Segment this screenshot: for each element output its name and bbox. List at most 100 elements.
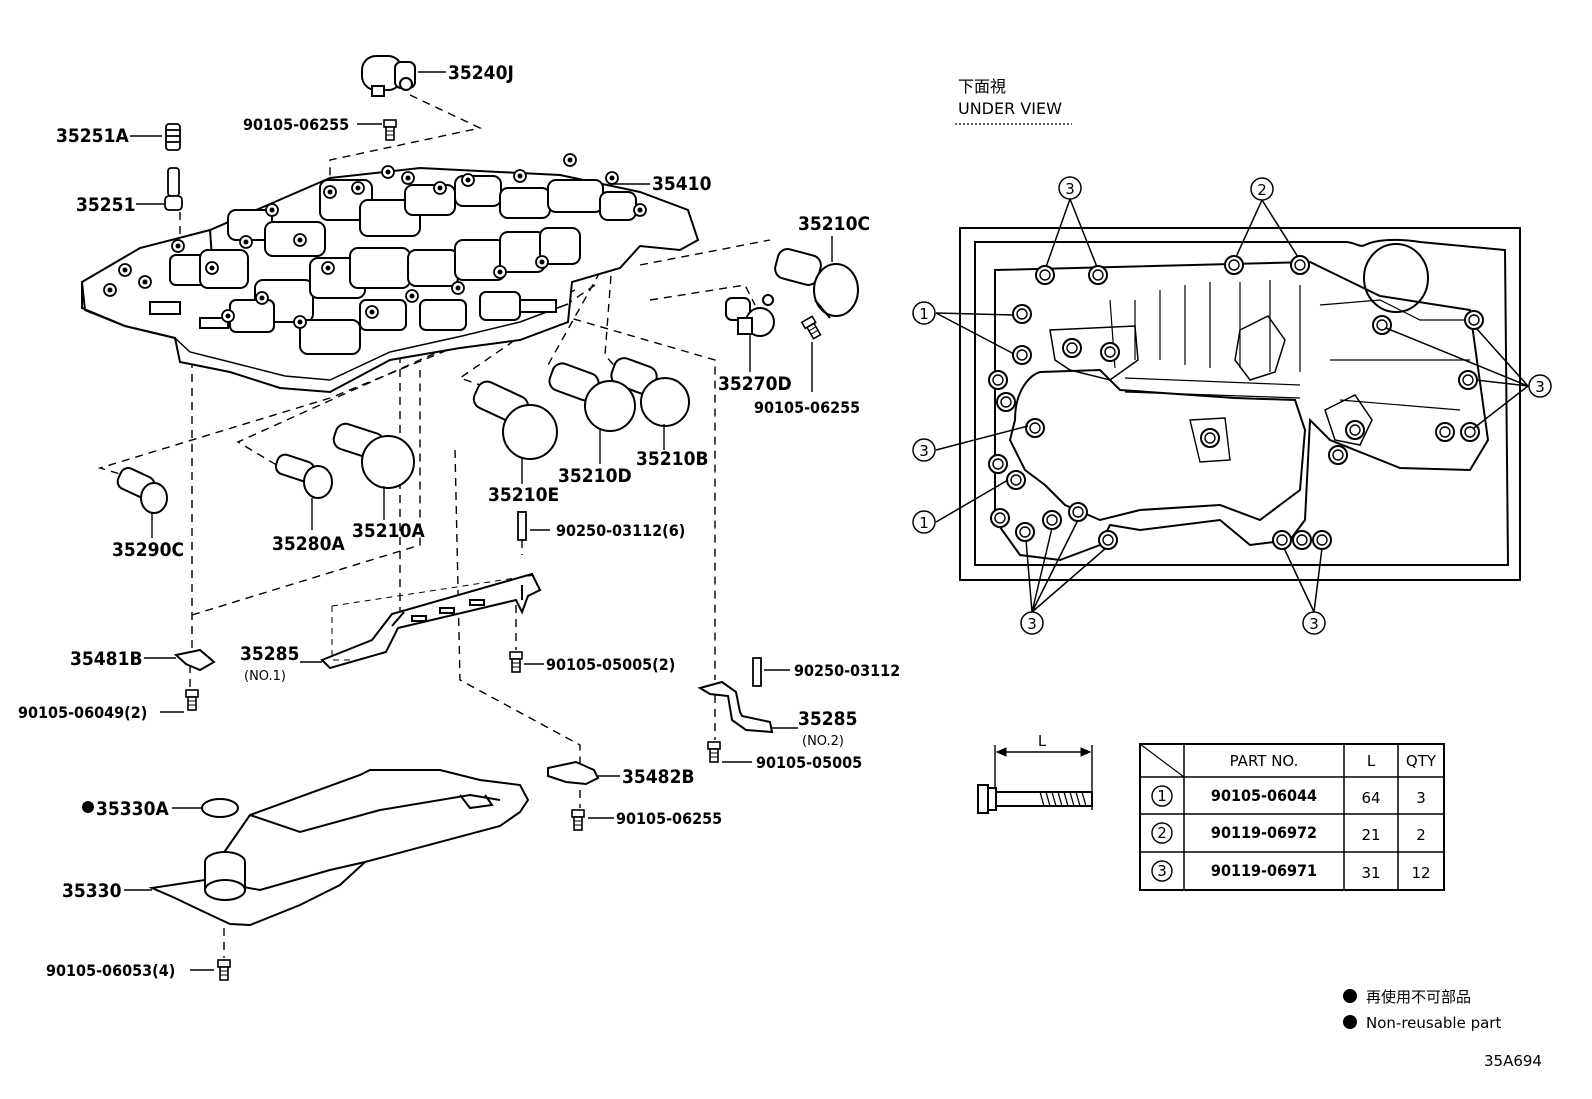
bolt-dimension	[977, 745, 1093, 814]
bolt-90105-06255-b	[801, 315, 823, 341]
legend-en: Non-reusable part	[1366, 1014, 1501, 1032]
label-90250-03112: 90250-03112	[794, 661, 900, 680]
table-header-qty: QTY	[1406, 752, 1437, 770]
table-row-qty: 2	[1416, 826, 1426, 844]
label-35270D: 35270D	[718, 373, 792, 395]
bolt-90105-06255-a	[383, 119, 397, 141]
label-35330: 35330	[62, 880, 122, 902]
table-row-qty: 12	[1411, 864, 1430, 882]
label-35290C: 35290C	[112, 539, 184, 561]
solenoid-35210C	[774, 248, 859, 319]
label-90105-06053-4: 90105-06053(4)	[46, 961, 175, 980]
label-35210E: 35210E	[488, 484, 559, 506]
label-35251A: 35251A	[56, 125, 129, 147]
label-35240J: 35240J	[448, 62, 514, 84]
under-view-pan	[959, 227, 1521, 581]
pin-90250-03112-6	[517, 511, 527, 541]
table-header-part-no: PART NO.	[1230, 752, 1299, 770]
label-90105-06049-2: 90105-06049(2)	[18, 703, 147, 722]
table-header-l: L	[1367, 752, 1376, 770]
bolt-icon	[977, 784, 1093, 814]
bolt-90105-05005	[707, 741, 721, 763]
label-35285-no1: 35285	[240, 643, 299, 665]
label-90105-05005: 90105-05005	[756, 753, 862, 772]
callout-3-left-text: 3	[919, 442, 929, 460]
bolt-90105-06255-c	[571, 809, 585, 831]
table-row-part: 90119-06972	[1211, 823, 1317, 842]
bolt-90105-06053-4	[217, 959, 231, 981]
bolt-90105-06049-2	[185, 689, 199, 711]
callout-3-bottom-left-text: 3	[1027, 615, 1037, 633]
table-row-mark: 3	[1157, 862, 1167, 880]
pin-90250-03112	[752, 657, 762, 687]
solenoid-35210A	[332, 422, 415, 489]
bracket-35285-no1	[320, 572, 542, 670]
label-35210A: 35210A	[352, 520, 425, 542]
callout-3-bottom-right-text: 3	[1309, 615, 1319, 633]
callout-1-upper-text: 1	[919, 305, 929, 323]
legend-dot-icon	[1343, 989, 1357, 1003]
label-90250-03112-6: 90250-03112(6)	[556, 521, 685, 540]
under-view: 下面視 UNDER VIEW	[912, 77, 1552, 635]
bracket-35285-no2	[697, 680, 774, 734]
exploded-view	[80, 55, 859, 981]
table-row: 2 90119-06972 21 2	[1151, 822, 1426, 844]
part-labels: 35240J 90105-06255 35251A 35251 35410 35…	[18, 62, 900, 980]
under-view-title-en: UNDER VIEW	[958, 99, 1062, 118]
oil-strainer-35330	[148, 769, 530, 927]
table-row: 1 90105-06044 64 3	[1151, 785, 1426, 807]
under-view-callouts: 3 2 1 3 1 3 3	[912, 176, 1552, 635]
callout-3-left: 3	[912, 438, 936, 462]
callout-2-top: 2	[1250, 177, 1274, 201]
callout-3-right-text: 3	[1535, 378, 1545, 396]
valve-35251	[164, 167, 183, 211]
solenoid-35210D	[548, 362, 636, 432]
bolt-length-label: L	[1038, 732, 1047, 750]
label-90105-06255-c: 90105-06255	[616, 809, 722, 828]
table-row-part: 90119-06971	[1211, 861, 1317, 880]
leader-lines	[124, 71, 833, 971]
callout-3-top-left: 3	[1058, 176, 1082, 200]
callout-2-top-text: 2	[1257, 181, 1267, 199]
spring-35251A	[165, 123, 181, 151]
under-view-callout-leaders	[935, 198, 1529, 613]
label-90105-06255-b: 90105-06255	[754, 398, 860, 417]
bolt-90105-05005-2	[509, 651, 523, 673]
callout-1-lower-text: 1	[919, 514, 929, 532]
label-90105-05005-2: 90105-05005(2)	[546, 655, 675, 674]
callout-3-right: 3	[1528, 374, 1552, 398]
solenoid-35210E	[472, 380, 558, 460]
bracket-35482B	[547, 760, 600, 786]
table-row-l: 64	[1361, 789, 1380, 807]
label-35285-no1-sub: (NO.1)	[244, 669, 286, 684]
label-35482B: 35482B	[622, 766, 695, 788]
table-row-l: 31	[1361, 864, 1380, 882]
label-35280A: 35280A	[272, 533, 345, 555]
legend: 再使用不可部品 Non-reusable part	[1343, 988, 1501, 1032]
label-35285-no2-sub: (NO.2)	[802, 734, 844, 749]
bracket-35285-no1-outline-2	[331, 574, 536, 607]
label-35481B: 35481B	[70, 648, 143, 670]
callout-1-upper: 1	[912, 301, 936, 325]
callout-3-bottom-right: 3	[1302, 611, 1326, 635]
label-35285-no2: 35285	[798, 708, 857, 730]
non-reusable-dot-35330A	[82, 801, 94, 813]
table-row-part: 90105-06044	[1211, 786, 1317, 805]
label-35210D: 35210D	[558, 465, 632, 487]
callout-3-top-left-text: 3	[1065, 180, 1075, 198]
under-view-title-jp: 下面視	[958, 77, 1006, 96]
figure-code: 35A694	[1484, 1052, 1542, 1070]
legend-jp: 再使用不可部品	[1366, 988, 1471, 1006]
callout-1-lower: 1	[912, 510, 936, 534]
bolt-table: PART NO. L QTY 1 90105-06044 64 3 2 9011…	[1139, 743, 1445, 891]
solenoid-35280A	[274, 453, 333, 499]
solenoid-35290C	[116, 467, 168, 514]
table-row-mark: 1	[1157, 787, 1167, 805]
label-35330A: 35330A	[96, 798, 169, 820]
table-row: 3 90119-06971 31 12	[1151, 860, 1431, 882]
o-ring-35330A	[201, 798, 239, 818]
table-row-qty: 3	[1416, 789, 1426, 807]
label-35210B: 35210B	[636, 448, 709, 470]
solenoid-35270D	[725, 294, 775, 337]
